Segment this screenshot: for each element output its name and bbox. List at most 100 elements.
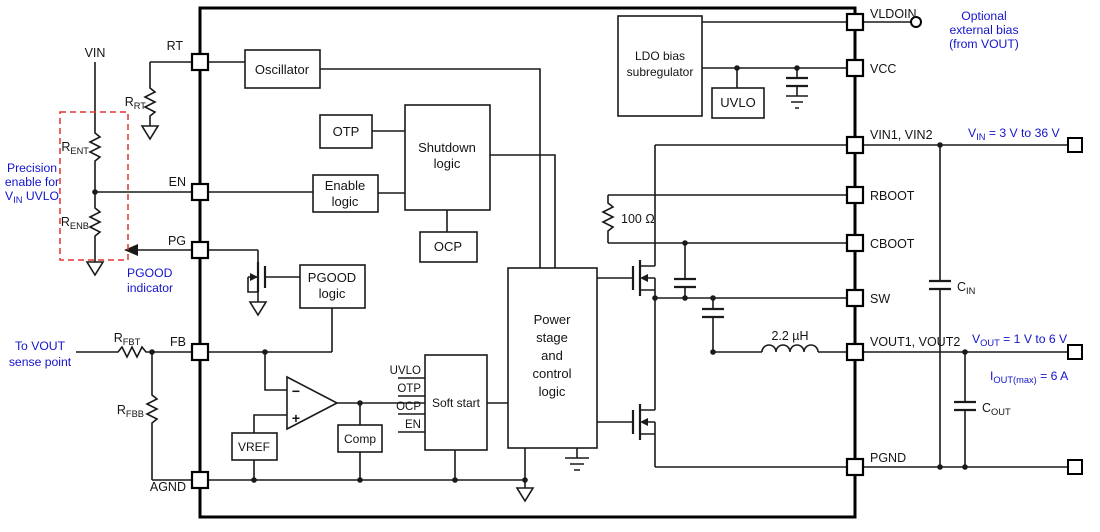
optional-bias-line1: Optional [961, 9, 1006, 23]
terminals [910, 16, 1083, 475]
power-label-4: control [532, 366, 571, 381]
capacitor-cout [954, 352, 976, 467]
pgood-label-2: logic [319, 286, 346, 301]
signal-en: EN [405, 419, 421, 431]
rrt-label: RRT [125, 95, 147, 111]
resistor-rfbb [145, 392, 159, 426]
power-stage-block: Power stage and control logic [507, 267, 598, 449]
shutdown-label-2: logic [434, 156, 461, 171]
ocp-label: OCP [434, 239, 462, 254]
cout-label: COUT [982, 401, 1011, 417]
annotations: Optional external bias (from VOUT) VIN =… [5, 9, 1069, 385]
pin-vldoin [845, 12, 865, 32]
optional-bias-line2: external bias [949, 23, 1018, 37]
vref-label: VREF [238, 440, 270, 454]
shutdown-logic-block: Shutdown logic [404, 104, 491, 211]
pin-label-vcc: VCC [870, 62, 896, 76]
otp-label: OTP [333, 124, 360, 139]
rent-label: RENT [61, 140, 89, 156]
rfbb-label: RFBB [117, 403, 144, 419]
enable-logic-block: Enable logic [312, 174, 379, 213]
opamp-minus: − [292, 383, 300, 399]
uvlo-label: UVLO [720, 95, 755, 110]
uvlo-block: UVLO [711, 87, 765, 119]
pin-pg [190, 240, 210, 260]
shutdown-label-1: Shutdown [418, 140, 476, 155]
component-labels: VIN RRT RENT RENB RFBT RFBB 100 Ω 2.2 µH… [61, 46, 1011, 419]
vin-source-label: VIN [85, 46, 106, 60]
pin-vout [845, 342, 865, 362]
pins [190, 12, 865, 490]
precision-enable-outline [59, 111, 129, 261]
signal-otp: OTP [397, 383, 421, 395]
signal-ocp: OCP [396, 401, 421, 413]
pin-label-vin: VIN1, VIN2 [870, 128, 933, 142]
iout-max-label: IOUT(max) = 6 A [990, 369, 1069, 385]
ldo-label-1: LDO bias [635, 49, 685, 63]
pin-label-fb: FB [170, 335, 186, 349]
pin-vin [845, 135, 865, 155]
vout-terminal [1067, 344, 1083, 360]
oscillator-block: Oscillator [244, 49, 321, 89]
capacitor-cboot [674, 243, 696, 298]
pin-label-agnd: AGND [150, 480, 186, 494]
mosfet-pgood [247, 262, 300, 302]
vin-range-label: VIN = 3 V to 36 V [968, 126, 1061, 142]
pin-label-sw: SW [870, 292, 890, 306]
resistor-boot-100ohm [601, 195, 615, 243]
pin-labels: RT EN PG FB AGND VLDOIN VCC VIN1, VIN2 R… [150, 7, 960, 494]
inductor-label: 2.2 µH [771, 329, 808, 343]
ground-symbol-rrt [140, 125, 160, 141]
pin-agnd [190, 470, 210, 490]
ground-symbol-power [565, 457, 589, 471]
ground-symbol-pg [248, 301, 268, 317]
ground-symbol-renb [85, 261, 105, 277]
resistor-rent [88, 130, 102, 164]
precision-enable-line3: VIN UVLO [5, 189, 59, 205]
boot-resistor-label: 100 Ω [621, 212, 655, 226]
pgood-label-1: PGOOD [308, 270, 356, 285]
pin-label-rboot: RBOOT [870, 189, 915, 203]
soft-start-block: Soft start [424, 354, 488, 451]
rfbt-label: RFBT [114, 331, 141, 347]
pgood-logic-block: PGOOD logic [299, 264, 366, 309]
resistor-rrt [143, 85, 157, 119]
comp-label: Comp [344, 432, 376, 446]
opamp-plus: + [292, 410, 300, 426]
otp-block: OTP [319, 114, 373, 149]
pin-label-rt: RT [167, 39, 184, 53]
renb-label: RENB [61, 215, 89, 231]
vout-range-label: VOUT = 1 V to 6 V [972, 332, 1068, 348]
ldo-bias-block: LDO bias subregulator [617, 15, 703, 117]
vout-sense-line1: To VOUT [15, 339, 66, 353]
pin-label-vout: VOUT1, VOUT2 [870, 335, 960, 349]
pin-label-vldoin: VLDOIN [870, 7, 917, 21]
pin-label-cboot: CBOOT [870, 237, 915, 251]
capacitor-vcc [786, 68, 808, 96]
pgood-indicator-line2: indicator [127, 281, 173, 295]
oscillator-label: Oscillator [255, 62, 310, 77]
pin-en [190, 182, 210, 202]
capacitor-sw [702, 298, 724, 352]
pin-rboot [845, 185, 865, 205]
power-label-1: Power [534, 312, 572, 327]
junction-dots [92, 65, 968, 483]
ldo-label-2: subregulator [627, 65, 694, 79]
pin-label-pgnd: PGND [870, 451, 906, 465]
vin-terminal [1067, 137, 1083, 153]
power-label-2: stage [536, 330, 568, 345]
cin-label: CIN [957, 280, 975, 296]
comp-block: Comp [337, 424, 383, 453]
pgood-indicator-line1: PGOOD [127, 266, 173, 280]
error-amplifier: − + [286, 375, 339, 431]
precision-enable-line1: Precision [7, 161, 57, 175]
soft-start-label: Soft start [432, 396, 481, 410]
pin-rt [190, 52, 210, 72]
wires [76, 21, 1068, 488]
inductor-symbol [761, 344, 819, 353]
ic-boundary [198, 6, 857, 519]
signal-uvlo: UVLO [390, 365, 421, 377]
soft-start-signal-labels: UVLO OTP OCP EN [390, 365, 422, 431]
power-label-5: logic [539, 384, 566, 399]
